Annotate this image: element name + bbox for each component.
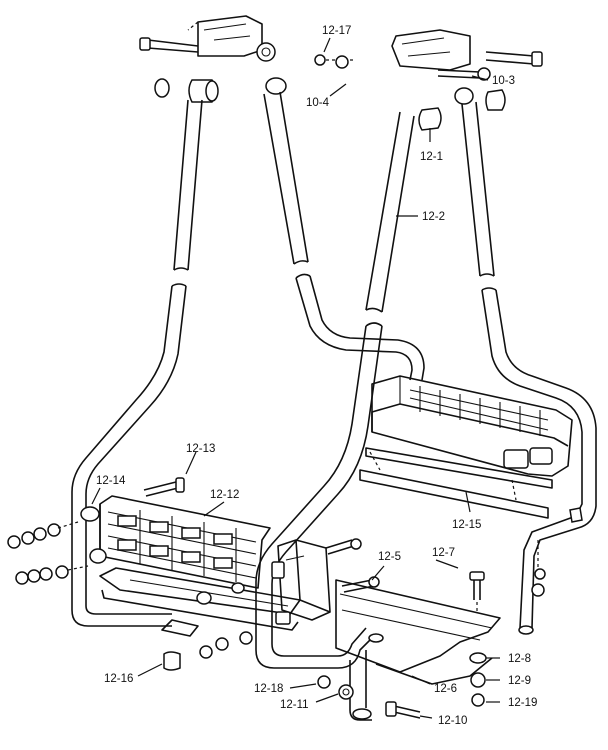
label-12-9: 12-9 — [508, 675, 531, 687]
label-12-18: 12-18 — [254, 683, 283, 695]
bushing-left-outer — [154, 78, 170, 98]
front-center-tube-loop — [255, 322, 384, 721]
center-left-upright-tube-upper — [263, 91, 309, 265]
spacers-12-14 — [80, 506, 245, 605]
left-upper-hardware-stack — [7, 521, 79, 549]
right-upright-tube-upper — [461, 101, 495, 277]
bushing-right-far — [485, 89, 506, 111]
label-10-4: 10-4 — [306, 97, 330, 109]
right-top-bracket — [391, 29, 471, 71]
floor-bolt-center — [341, 576, 380, 593]
label-12-16: 12-16 — [104, 673, 133, 685]
label-12-2: 12-2 — [422, 211, 445, 223]
cross-brace-12-15 — [359, 447, 553, 519]
label-12-7: 12-7 — [432, 547, 455, 559]
right-bottom-hardware — [469, 540, 546, 707]
label-12-19: 12-19 — [508, 697, 537, 709]
label-12-1: 12-1 — [420, 151, 443, 163]
label-12-5: 12-5 — [378, 551, 401, 563]
left-top-nut — [256, 42, 276, 62]
left-top-bolt — [139, 37, 199, 53]
bushing-left-inner — [188, 79, 219, 103]
tube-12-2-upper — [365, 111, 415, 313]
floor-bolt-left — [325, 538, 362, 555]
label-12-17: 12-17 — [322, 25, 351, 37]
label-12-11: 12-11 — [280, 699, 309, 711]
bolt-12-10 — [385, 701, 421, 719]
nut-12-11 — [338, 684, 354, 700]
right-side-bolt-10-3 — [437, 67, 491, 81]
center-left-tube-lower — [295, 273, 425, 381]
left-top-bracket — [187, 15, 263, 57]
bracket-12-16 — [161, 619, 199, 671]
seat-back-panel — [371, 375, 573, 477]
seat-floor-panel — [335, 579, 501, 685]
front-armrest-box — [271, 539, 331, 625]
label-12-10: 12-10 — [438, 715, 467, 727]
label-12-13: 12-13 — [186, 443, 215, 455]
left-side-frame-tube — [71, 283, 187, 627]
bushing-right-outer — [454, 87, 474, 105]
leader-lines — [91, 37, 500, 719]
bushing-12-1 — [418, 107, 442, 131]
label-12-15: 12-15 — [452, 519, 481, 531]
label-12-8: 12-8 — [508, 653, 531, 665]
right-top-bolt — [485, 51, 543, 67]
bolt-12-7 — [469, 571, 485, 614]
nut-12-18 — [317, 675, 331, 689]
label-12-14: 12-14 — [96, 475, 126, 487]
left-upright-tube-upper — [173, 99, 203, 271]
label-12-6: 12-6 — [434, 683, 457, 695]
label-10-3: 10-3 — [492, 75, 515, 87]
center-bottom-nuts — [199, 631, 253, 659]
right-side-frame-tube — [481, 287, 597, 635]
label-12-12: 12-12 — [210, 489, 239, 501]
nut-12-17 — [314, 54, 356, 69]
bushing-10-4 — [265, 77, 287, 95]
left-lower-hardware-stack — [15, 565, 89, 585]
front-grille-12-12 — [99, 495, 271, 589]
bolt-12-13 — [143, 477, 185, 497]
